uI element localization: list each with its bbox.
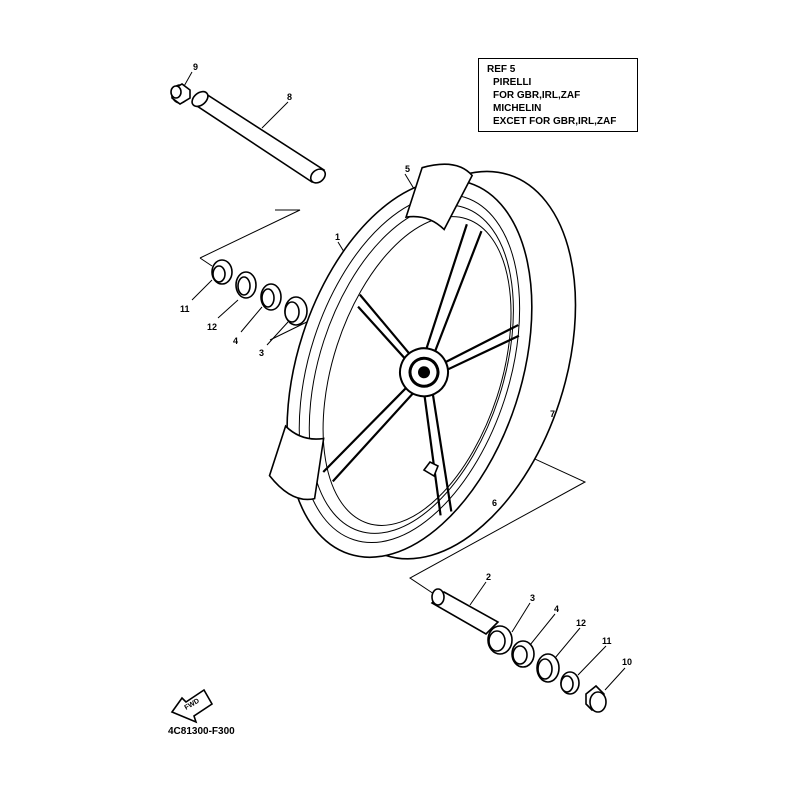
callout-9: 9	[193, 62, 198, 72]
callout-3-right: 3	[530, 593, 535, 603]
ref-line: EXCET FOR GBR,IRL,ZAF	[493, 116, 617, 127]
callout-4-right: 4	[554, 604, 559, 614]
axle-part-8	[191, 90, 327, 184]
leader-lines	[182, 71, 626, 691]
ref-line: MICHELIN	[493, 103, 542, 114]
callout-8: 8	[287, 92, 292, 102]
callout-4: 4	[233, 336, 238, 346]
callout-2: 2	[486, 572, 491, 582]
callout-1: 1	[335, 232, 340, 242]
callout-10: 10	[622, 657, 632, 667]
callout-12-right: 12	[576, 618, 586, 628]
callout-12: 12	[207, 322, 217, 332]
callout-11: 11	[180, 304, 190, 314]
valve-part-6	[422, 460, 440, 478]
diagram-code: 4C81300-F300	[168, 726, 235, 737]
callout-11-right: 11	[602, 636, 612, 646]
callout-7: 7	[550, 409, 555, 419]
callout-3: 3	[259, 348, 264, 358]
ref-line: FOR GBR,IRL,ZAF	[493, 90, 581, 101]
reference-note-box: REF 5 PIRELLI FOR GBR,IRL,ZAF MICHELIN E…	[478, 58, 638, 132]
wheel-assembly	[268, 163, 577, 560]
callouts: 9 8 5 1 11 12 4 3 7 6 2 3 4 12 11 10	[180, 62, 632, 667]
ref-title: REF 5	[487, 64, 516, 75]
ref-line: PIRELLI	[493, 77, 532, 88]
left-hub-parts	[211, 259, 308, 326]
callout-5: 5	[405, 164, 410, 174]
callout-6: 6	[492, 498, 497, 508]
fwd-arrow-icon: FWD	[170, 688, 214, 724]
collar-part-9	[170, 83, 191, 105]
right-hub-parts	[430, 588, 607, 713]
